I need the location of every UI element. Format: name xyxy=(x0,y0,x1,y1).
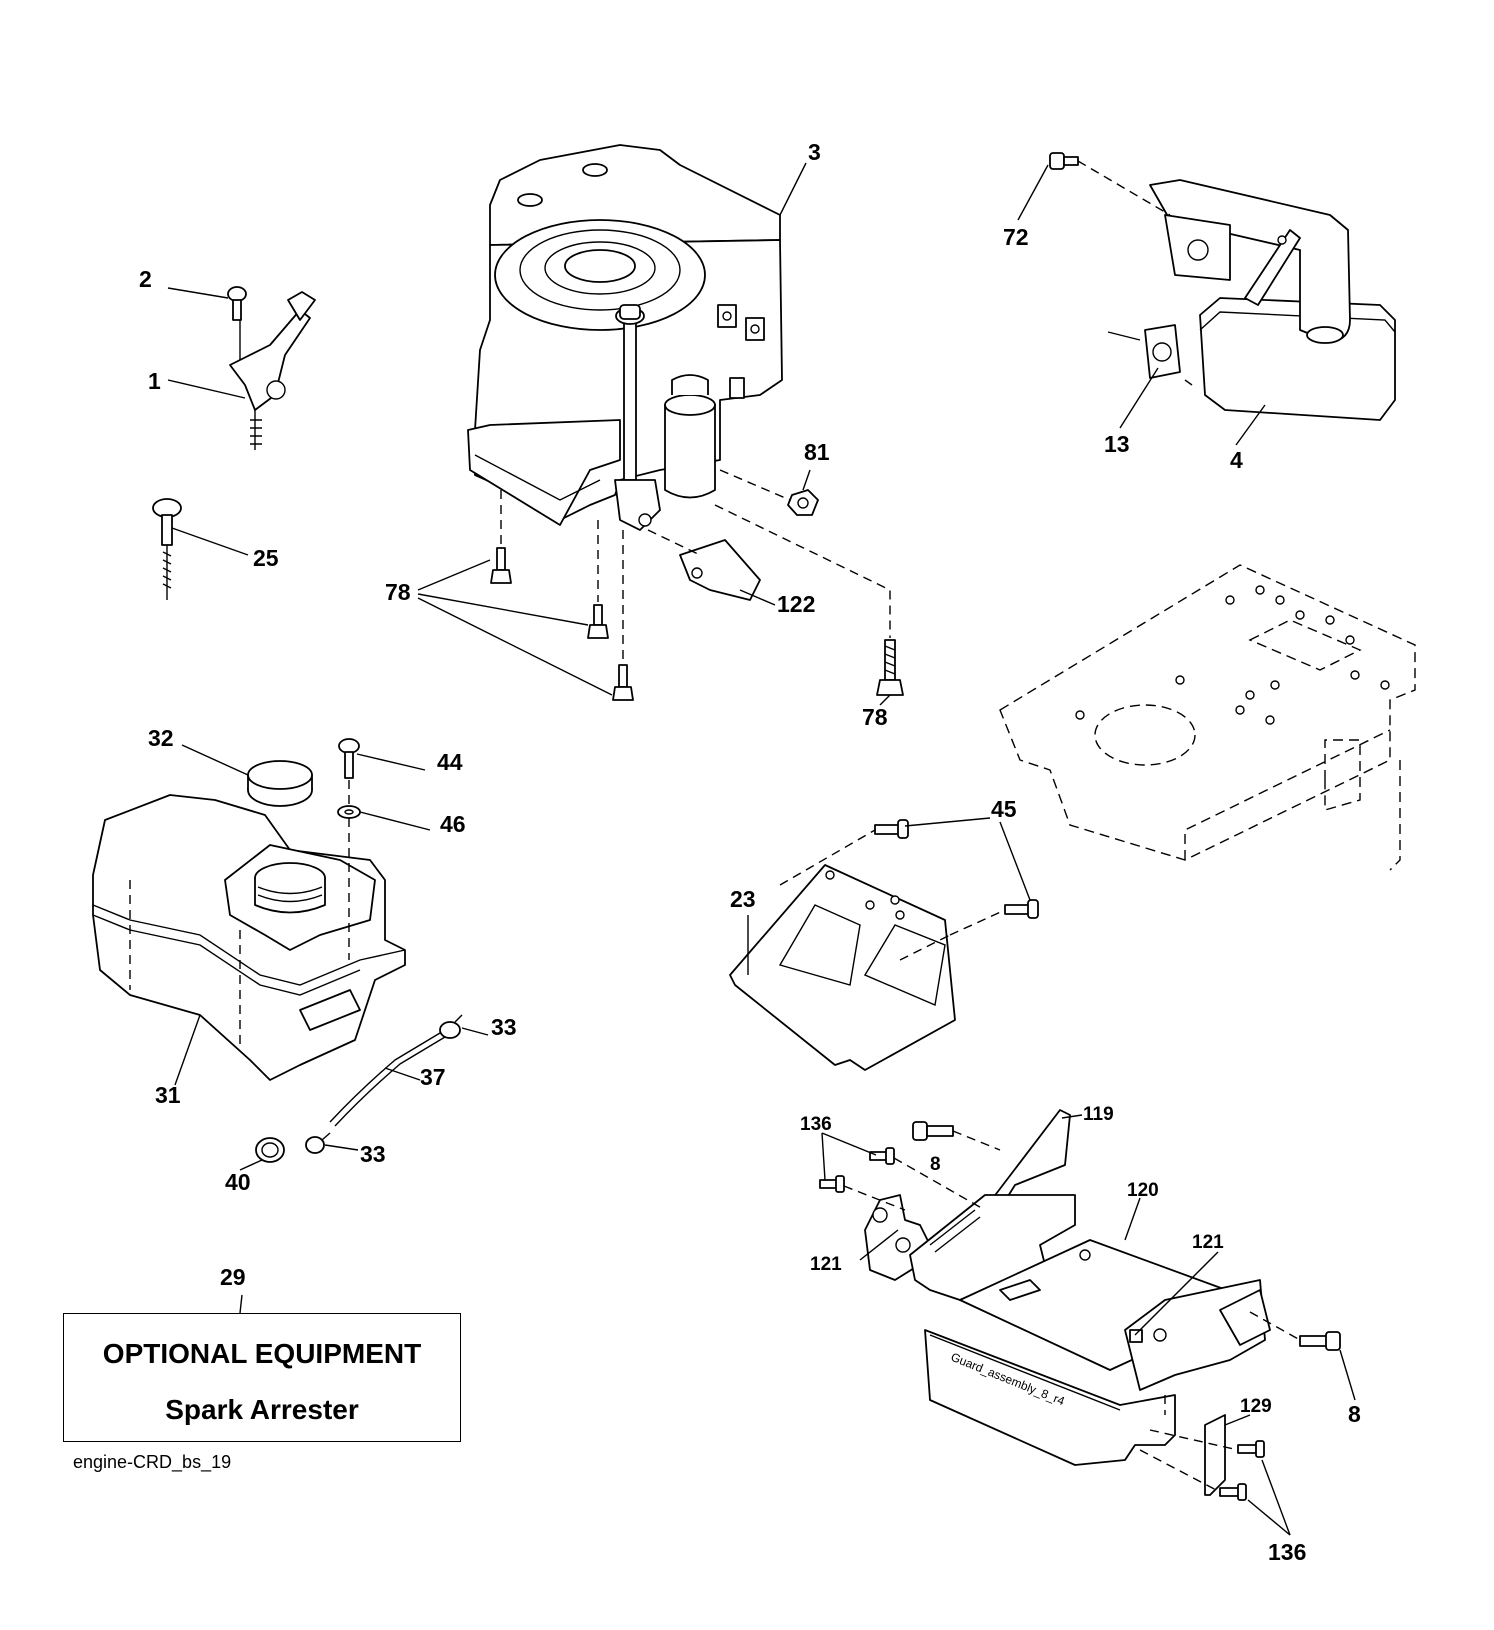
screw-part-136-d xyxy=(1219,1483,1247,1501)
plate-part-129 xyxy=(1204,1414,1226,1496)
callout-45: 45 xyxy=(991,796,1017,822)
fuel-filter-part-40 xyxy=(255,1137,285,1163)
screw-part-136-a xyxy=(869,1147,895,1165)
guard-assembly: Guard_assembly_8_r4 xyxy=(864,1109,1271,1466)
callout-37: 37 xyxy=(420,1064,446,1090)
deflector-part-122 xyxy=(679,539,761,601)
callout-33-b: 33 xyxy=(360,1141,386,1167)
screw-part-136-c xyxy=(1237,1440,1265,1458)
screw-part-72 xyxy=(1049,152,1079,170)
callout-46: 46 xyxy=(440,811,466,837)
callout-121-b: 121 xyxy=(1192,1232,1224,1253)
callout-119: 119 xyxy=(1083,1104,1114,1125)
callout-72: 72 xyxy=(1003,224,1029,250)
muffler-part-4 xyxy=(1149,179,1396,421)
choke-cable-part-25 xyxy=(152,498,182,600)
screw-part-136-b xyxy=(819,1175,845,1193)
callout-1: 1 xyxy=(148,368,161,394)
fuel-tank-part-31 xyxy=(92,794,406,1081)
bolt-part-78-c xyxy=(612,664,634,701)
callout-8-a: 8 xyxy=(930,1154,941,1175)
callout-13: 13 xyxy=(1104,431,1130,457)
callout-121-a: 121 xyxy=(810,1254,842,1275)
callout-129: 129 xyxy=(1240,1396,1272,1417)
callout-2: 2 xyxy=(139,266,152,292)
bolt-part-78-a xyxy=(490,547,512,584)
callout-29: 29 xyxy=(220,1264,246,1290)
fuel-line-part-37 xyxy=(329,1029,451,1127)
screw-part-45-a xyxy=(874,819,909,839)
callout-8-b: 8 xyxy=(1348,1401,1361,1427)
leader-lines xyxy=(167,162,1356,1536)
bolt-part-8-b xyxy=(1299,1331,1341,1351)
optional-equipment-box: OPTIONAL EQUIPMENT Spark Arrester xyxy=(63,1313,461,1442)
bolt-part-78-d xyxy=(876,639,904,696)
callout-33-a: 33 xyxy=(491,1014,517,1040)
callout-136-a: 136 xyxy=(800,1114,832,1135)
screw-part-44 xyxy=(338,738,360,779)
gasket-part-13 xyxy=(1144,324,1181,379)
callout-25: 25 xyxy=(253,545,279,571)
throttle-control-part-1 xyxy=(229,291,316,450)
callout-31: 31 xyxy=(155,1082,181,1108)
chassis-frame xyxy=(999,564,1416,871)
clamp-part-33-a xyxy=(439,1014,463,1039)
callout-120: 120 xyxy=(1127,1180,1159,1201)
callout-78-b: 78 xyxy=(862,704,888,730)
callout-136-b: 136 xyxy=(1268,1539,1306,1565)
washer-part-46 xyxy=(337,805,361,819)
callout-78-a: 78 xyxy=(385,579,411,605)
diagram-reference: engine-CRD_bs_19 xyxy=(73,1452,232,1472)
optional-equipment-title: OPTIONAL EQUIPMENT xyxy=(102,1338,422,1369)
callout-40: 40 xyxy=(225,1169,251,1195)
fuel-cap-part-32 xyxy=(247,760,313,807)
callout-81: 81 xyxy=(804,439,830,465)
clamp-part-33-b xyxy=(305,1132,331,1154)
bolt-part-78-b xyxy=(587,604,609,639)
callout-4: 4 xyxy=(1230,447,1243,473)
screw-part-2 xyxy=(227,286,247,360)
nut-part-81 xyxy=(787,489,819,516)
callout-3: 3 xyxy=(808,139,821,165)
bolt-part-8-a xyxy=(912,1121,954,1141)
callout-labels: 3 72 2 1 13 4 81 25 78 122 78 32 44 46 4… xyxy=(139,139,1361,1565)
callout-32: 32 xyxy=(148,725,174,751)
screw-part-45-b xyxy=(1004,899,1039,919)
shield-plate-part-23 xyxy=(729,864,956,1071)
callout-122: 122 xyxy=(777,591,815,617)
callout-23: 23 xyxy=(730,886,756,912)
engine-part-3 xyxy=(467,144,783,531)
spark-arrester-label: Spark Arrester xyxy=(165,1394,359,1425)
callout-44: 44 xyxy=(437,749,463,775)
